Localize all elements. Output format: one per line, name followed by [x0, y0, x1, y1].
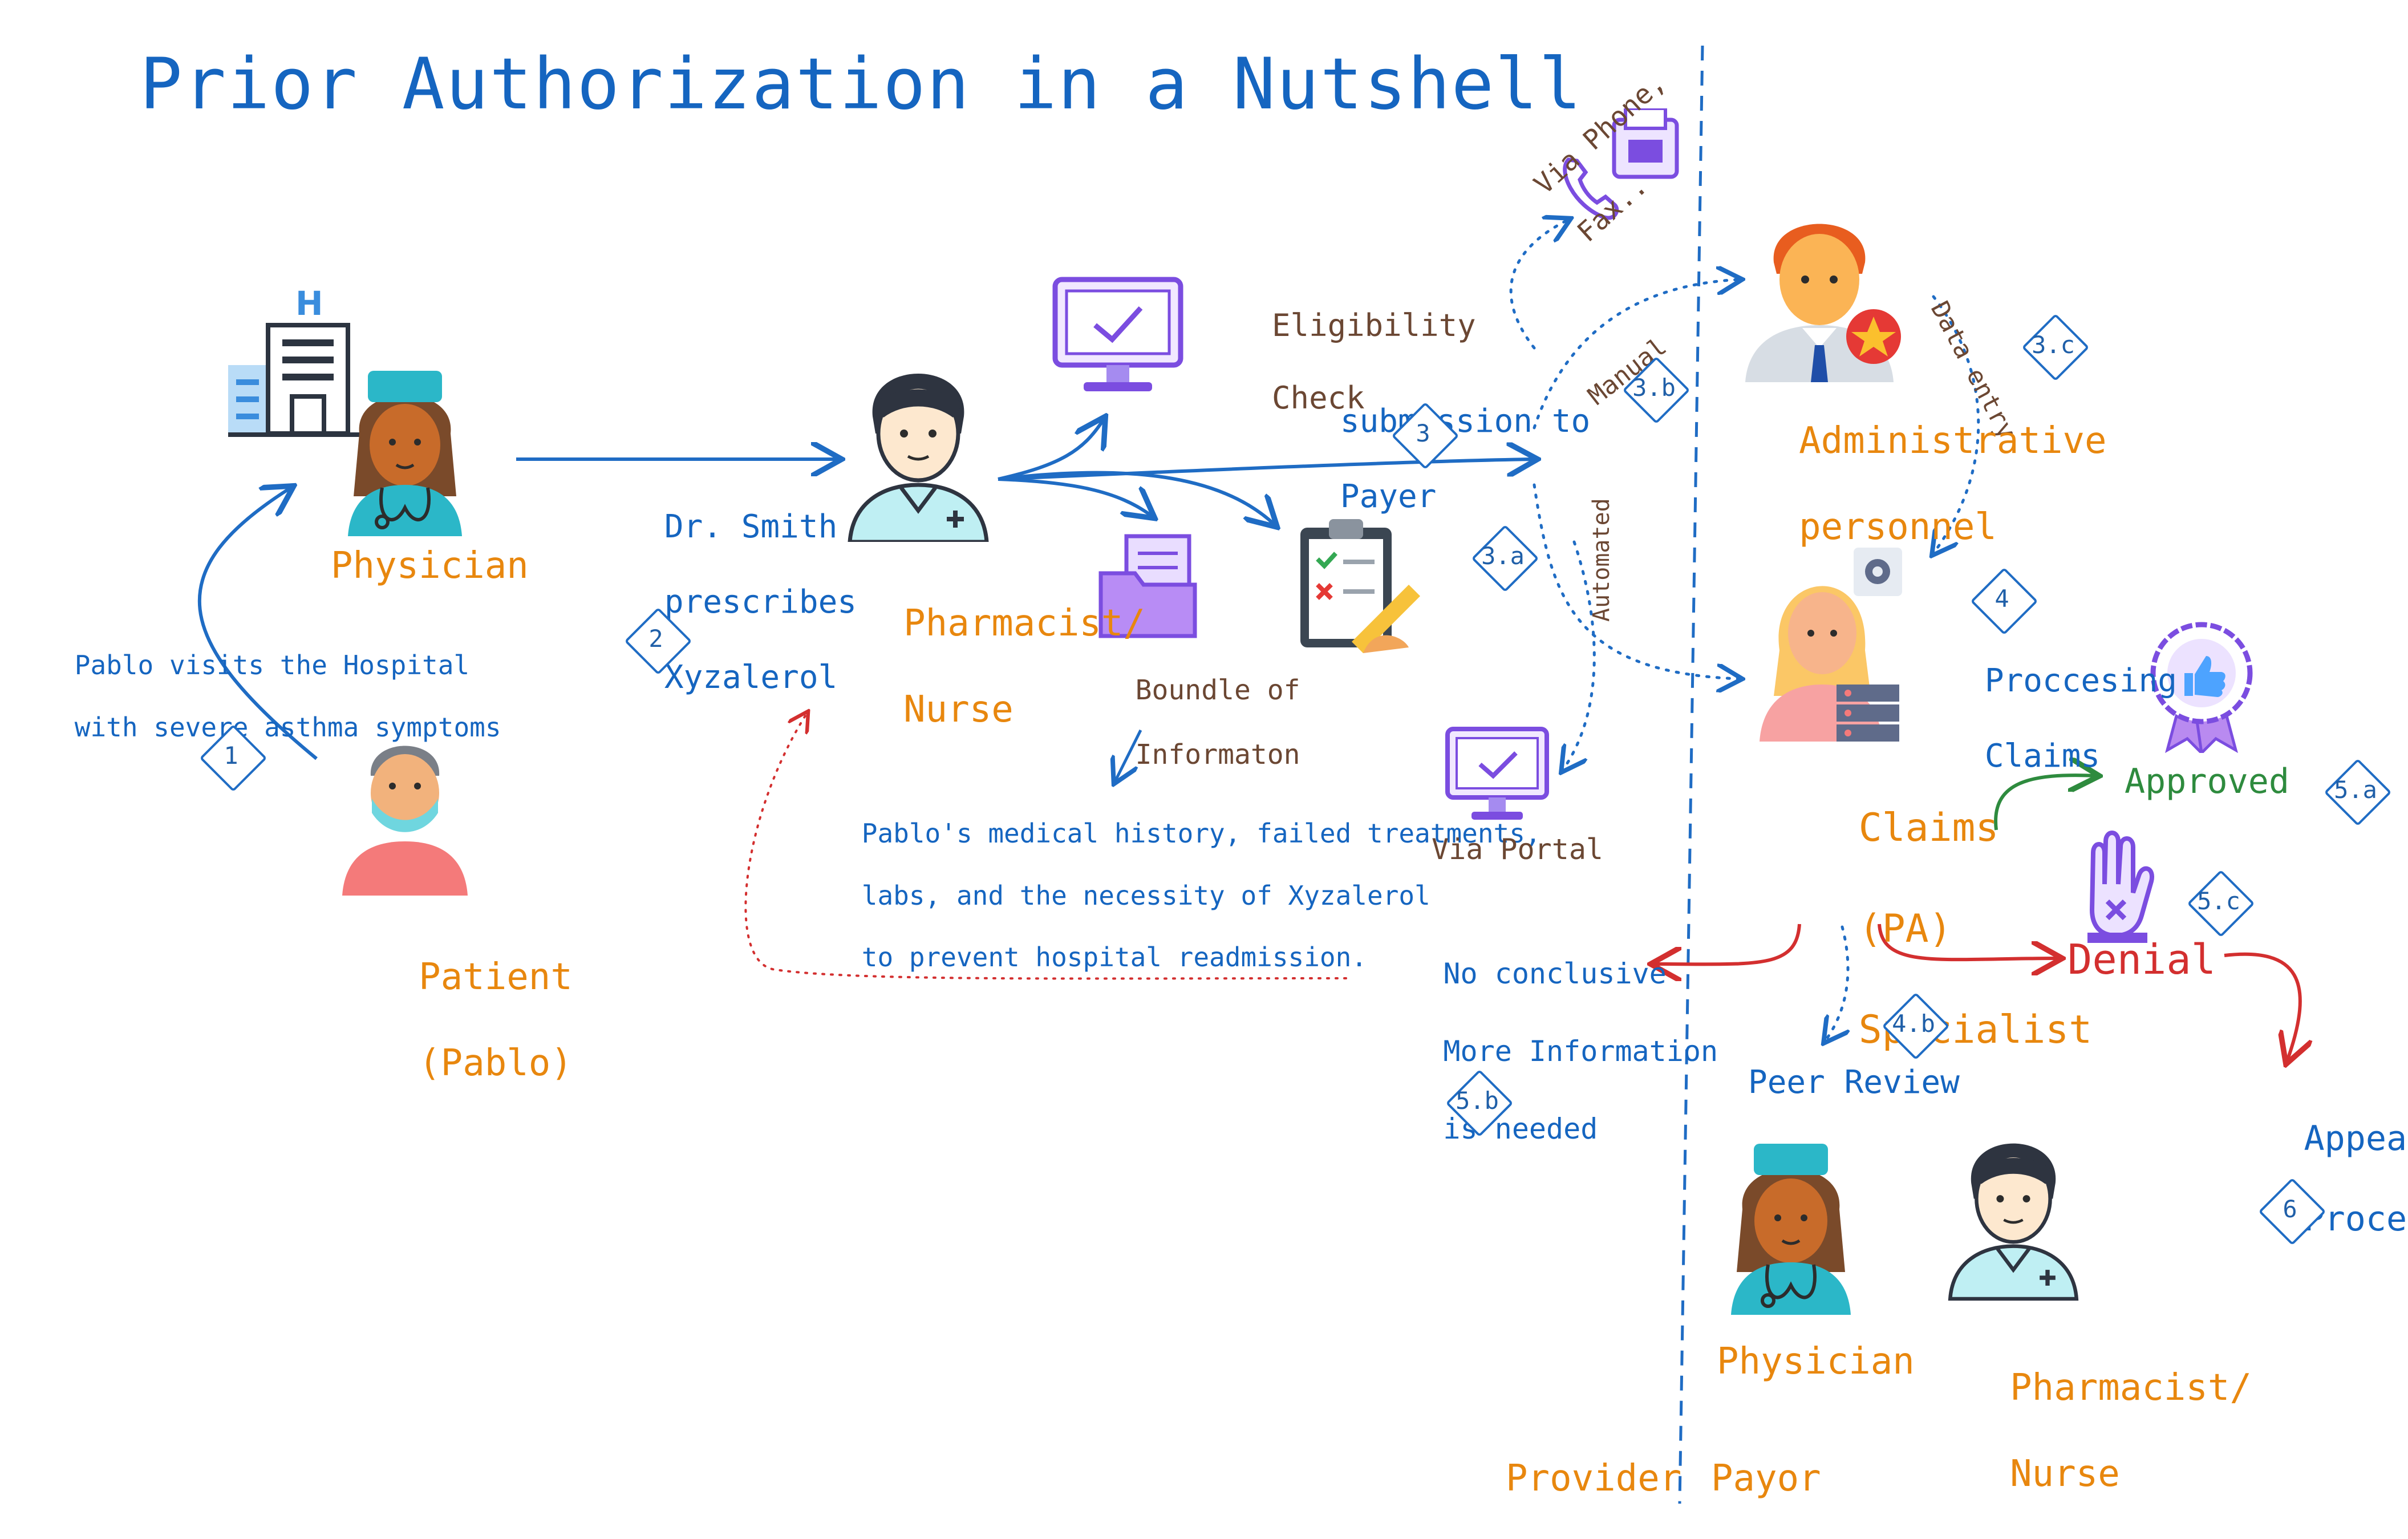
peer-physician-icon [1725, 1132, 1856, 1315]
step-badge-4: 4 [1968, 565, 2036, 633]
pharmacist-label-line2: Nurse [903, 688, 1014, 731]
step-badge-3: 3 [1389, 399, 1457, 468]
diagram-canvas: H [0, 0, 2408, 1504]
peer-pharmacist-line2: Nurse [2010, 1453, 2120, 1495]
step-6-label: 6 [2256, 1175, 2324, 1244]
via-portal-label: Via Portal [1432, 833, 1603, 866]
peer-review-label: Peer Review [1748, 1064, 1960, 1101]
provider-label: Provider [1506, 1457, 1681, 1501]
patient-label: Patient (Pablo) [331, 913, 573, 1128]
step-5c-label: 5.c [2184, 867, 2253, 935]
admin-person-icon [1740, 200, 1905, 382]
prescribe-note-line1: Dr. Smith [664, 508, 837, 545]
arrow-appeal [2224, 954, 2300, 1061]
step-badge-4b: 4.b [1879, 990, 1948, 1058]
no-conclusive-line1: No conclusive [1443, 957, 1666, 990]
approved-label: Approved [2125, 762, 2289, 802]
step-4-label: 4 [1968, 565, 2036, 633]
bundle-label-line1: Boundle of [1136, 674, 1300, 706]
peer-physician-label: Physician [1717, 1340, 1915, 1384]
submission-label-line2: Payer [1340, 478, 1437, 515]
step-1-label: 1 [197, 722, 265, 790]
step-3a-label: 3.a [1469, 522, 1537, 590]
visit-note-line2: with severe asthma symptoms [75, 712, 501, 743]
step-2-label: 2 [622, 605, 690, 673]
visit-note-line1: Pablo visits the Hospital [75, 650, 469, 681]
peer-pharmacist-line1: Pharmacist/ [2010, 1367, 2252, 1409]
eligibility-label-line1: Eligibility [1272, 307, 1476, 343]
automated-label: Automated [1588, 498, 1615, 622]
provider-payor-divider [1680, 46, 1702, 1504]
processing-label-line1: Proccesing [1985, 662, 2177, 699]
step-badge-6: 6 [2256, 1175, 2324, 1244]
prescribe-note-line3: Xyzalerol [664, 659, 837, 696]
peer-pharmacist-label: Pharmacist/ Nurse [1922, 1323, 2252, 1539]
admin-label: Administrative personnel [1711, 376, 2107, 592]
admin-label-line1: Administrative [1799, 420, 2106, 462]
payor-label: Payor [1711, 1457, 1821, 1501]
svg-text:H: H [295, 285, 323, 323]
step-3c-label: 3.c [2019, 311, 2087, 379]
arrow-to-eligibility [998, 419, 1104, 479]
appeal-label-line1: Appeal [2304, 1119, 2408, 1159]
patient-label-line1: Patient [419, 956, 573, 998]
claims-label-line2: (PA) [1859, 906, 1952, 951]
no-conclusive-note: No conclusive More Information is needed [1375, 916, 1718, 1187]
pharmacist-label-line1: Pharmacist/ [903, 602, 1145, 645]
step-5b-label: 5.b [1443, 1067, 1511, 1135]
denial-label: Denial [2068, 935, 2216, 984]
step-badge-5b: 5.b [1443, 1067, 1511, 1135]
admin-label-line2: personnel [1799, 506, 1997, 548]
page-title: Prior Authorization in a Nutshell [140, 43, 1583, 126]
step-badge-3b: 3.b [1620, 354, 1688, 422]
patient-label-line2: (Pablo) [419, 1042, 573, 1084]
arrow-to-folder [998, 479, 1152, 516]
step-5a-label: 5.a [2321, 756, 2390, 824]
bundle-detail-line3: to prevent hospital readmission. [862, 942, 1367, 973]
claims-label-line1: Claims [1859, 805, 1999, 850]
step-badge-5c: 5.c [2184, 867, 2253, 935]
via-phone-line2: Fax.. [1571, 169, 1654, 248]
bundle-detail-line2: labs, and the necessity of Xyzalerol [862, 880, 1430, 911]
peer-pharmacist-icon [1945, 1112, 2082, 1306]
submission-label-line1: submission to [1340, 403, 1590, 440]
step-3b-label: 3.b [1620, 354, 1688, 422]
step-badge-1: 1 [197, 722, 265, 790]
step-badge-3c: 3.c [2019, 311, 2087, 379]
step-badge-5a: 5.a [2321, 756, 2390, 824]
female-physician-icon [342, 359, 468, 536]
bundle-label-line2: Informaton [1136, 739, 1300, 771]
step-4b-label: 4.b [1879, 990, 1948, 1058]
step-badge-3a: 3.a [1469, 522, 1537, 590]
step-badge-2: 2 [622, 605, 690, 673]
no-conclusive-line2: More Information [1443, 1035, 1718, 1068]
bundle-label: Boundle of Informaton [1069, 642, 1300, 803]
physician-label: Physician [331, 545, 529, 588]
step-3-label: 3 [1389, 399, 1457, 468]
eligibility-monitor-icon [1049, 274, 1186, 399]
pharmacist-nurse-icon [844, 348, 992, 542]
